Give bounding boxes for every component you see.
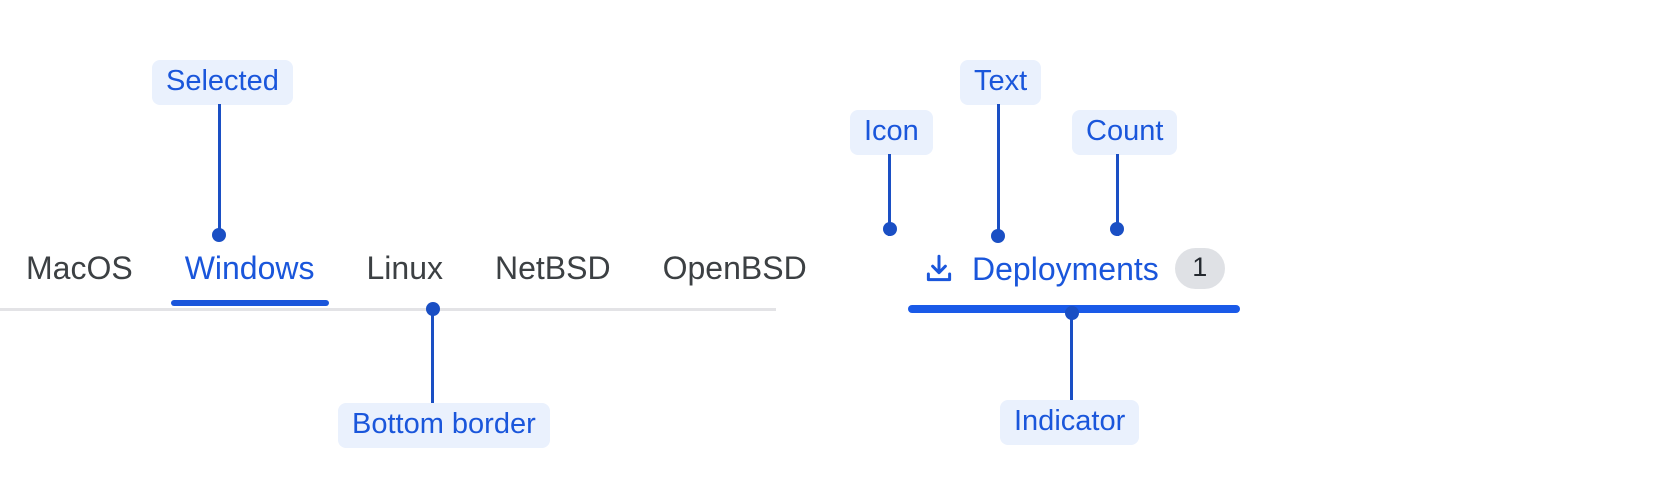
leader-line-icon	[888, 154, 891, 236]
tab-linux[interactable]: Linux	[341, 242, 470, 306]
leader-dot-text	[991, 229, 1005, 243]
download-icon	[926, 254, 952, 281]
tab-linux-label: Linux	[366, 250, 444, 286]
tab-deployments[interactable]: Deployments 1	[908, 240, 1239, 309]
tablist-deployments: Deployments 1	[908, 240, 1239, 309]
callout-count: Count	[1072, 110, 1178, 155]
tab-deployments-label: Deployments	[972, 250, 1159, 287]
leader-dot-selected	[212, 228, 226, 242]
tab-netbsd[interactable]: NetBSD	[469, 242, 637, 306]
tab-windows[interactable]: Windows	[159, 242, 341, 306]
callout-bottom-border: Bottom border	[338, 403, 550, 448]
leader-line-bottom-border	[431, 309, 434, 403]
callout-icon: Icon	[850, 110, 933, 155]
tab-openbsd-label: OpenBSD	[662, 250, 807, 286]
count-badge: 1	[1174, 248, 1225, 289]
leader-line-selected	[218, 104, 221, 235]
tablist-bottom-border	[0, 308, 776, 311]
callout-indicator: Indicator	[1000, 400, 1140, 445]
tabs-row: MacOS Windows Linux NetBSD OpenBSD	[0, 242, 833, 306]
tab-windows-label: Windows	[184, 250, 315, 286]
callout-selected: Selected	[152, 60, 293, 105]
leader-dot-count	[1110, 222, 1124, 236]
leader-line-count	[1116, 154, 1119, 236]
tablist-os: MacOS Windows Linux NetBSD OpenBSD	[0, 242, 807, 310]
tab-macos[interactable]: MacOS	[0, 242, 159, 306]
tab-macos-label: MacOS	[26, 250, 133, 286]
leader-line-indicator	[1070, 313, 1073, 403]
tab-windows-indicator	[170, 300, 329, 306]
tab-openbsd[interactable]: OpenBSD	[637, 242, 833, 306]
leader-line-text	[997, 104, 1000, 237]
tab-netbsd-label: NetBSD	[495, 250, 611, 286]
callout-text: Text	[960, 60, 1042, 105]
leader-dot-icon	[883, 222, 897, 236]
